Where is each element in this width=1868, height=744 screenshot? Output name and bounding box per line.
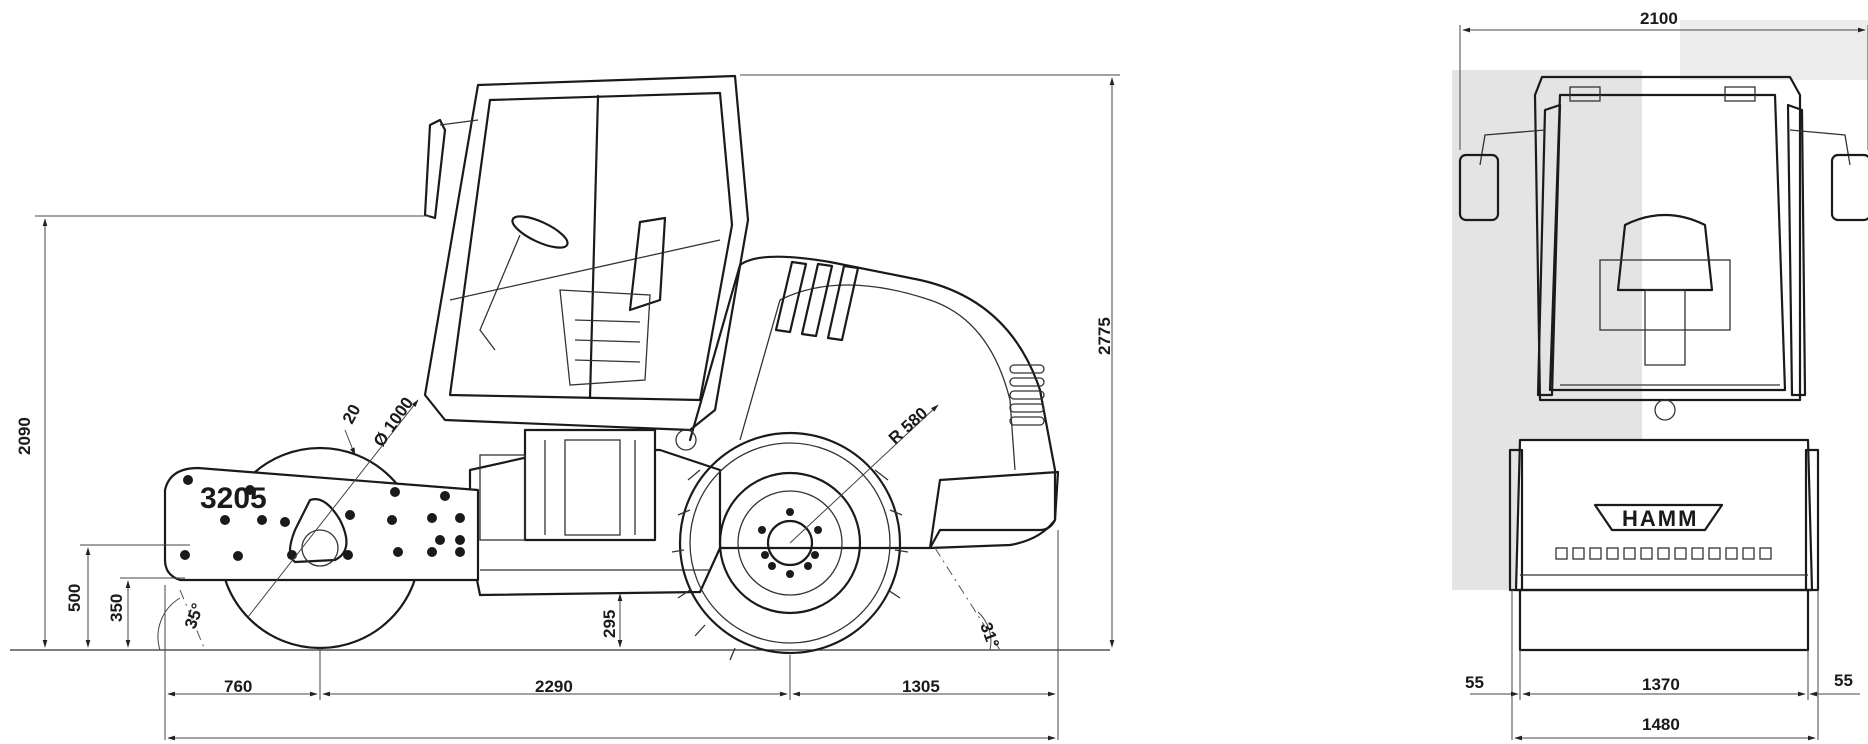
height-350-label: 350	[107, 594, 126, 622]
total-width-1480-label: 1480	[1642, 715, 1680, 734]
drum-offset-label: 20	[339, 401, 365, 427]
operator-seat	[628, 216, 667, 312]
rear-counterweight	[928, 470, 1060, 550]
height-500-label: 500	[65, 584, 84, 612]
steering-wheel	[511, 215, 569, 249]
engine-hood	[688, 255, 1057, 550]
clearance-295-label: 295	[600, 610, 619, 638]
front-seat	[1616, 213, 1714, 292]
front-drum	[163, 446, 480, 650]
model-number: 3205	[200, 482, 267, 515]
front-angle-label: 35°	[181, 601, 208, 632]
brand-label: HAMM	[1622, 506, 1698, 531]
tire-radius-label: R 580	[885, 403, 931, 447]
center-frame	[479, 428, 697, 542]
overhang-right-label: 55	[1834, 671, 1853, 690]
length-1305-label: 1305	[902, 677, 940, 696]
overhang-left-label: 55	[1465, 673, 1484, 692]
right-mirror	[1830, 153, 1868, 222]
brand-badge	[1593, 503, 1724, 532]
rear-wheel	[671, 431, 909, 661]
hood-vents	[774, 260, 860, 342]
side-mirror	[423, 118, 447, 220]
front-view: HAMM 2100 55 1370 55 1480	[1452, 9, 1868, 741]
front-cab	[1533, 75, 1802, 402]
wheelbase-2290-label: 2290	[535, 677, 573, 696]
front-width-2100-label: 2100	[1640, 9, 1678, 28]
length-760-label: 760	[224, 677, 252, 696]
side-view: 35° 31° Ø 1000 20 R 580 2775 2090 500 35…	[10, 74, 1120, 741]
left-mirror	[1458, 153, 1500, 222]
operator-cab	[423, 74, 750, 432]
height-2090-label: 2090	[15, 417, 34, 455]
bolt-row	[1555, 547, 1772, 560]
drum-diameter-label: Ø 1000	[370, 394, 418, 451]
rear-angle-label: 31°	[976, 620, 1003, 651]
rear-grille	[1009, 364, 1045, 426]
drum-width-1370-label: 1370	[1642, 675, 1680, 694]
total-height-label: 2775	[1095, 317, 1114, 355]
